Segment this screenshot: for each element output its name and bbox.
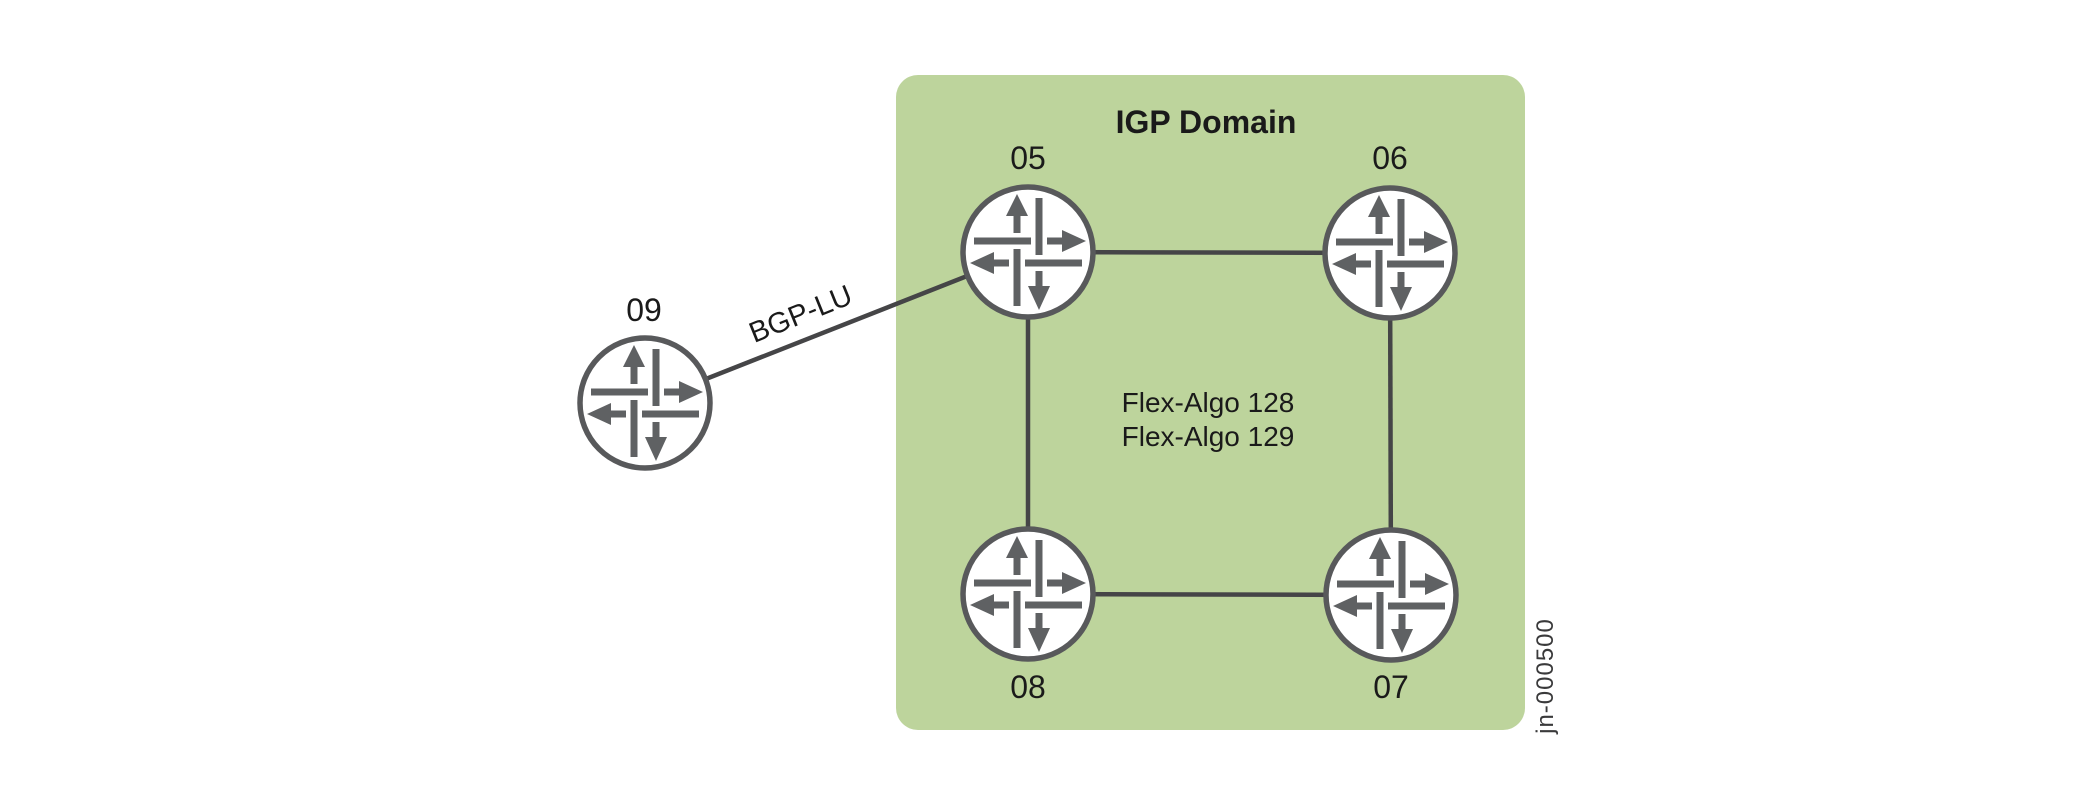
figure-id: jn-000500 — [1532, 618, 1559, 734]
flex-algo-annotation: Flex-Algo 128 Flex-Algo 129 — [1122, 386, 1295, 454]
flex-algo-line-1: Flex-Algo 128 — [1121, 387, 1295, 418]
node-label-08: 08 — [1010, 669, 1046, 705]
node-label-05: 05 — [1010, 140, 1046, 176]
flex-algo-line-2: Flex-Algo 129 — [1121, 421, 1295, 452]
router-node-08 — [963, 529, 1093, 659]
router-node-05 — [963, 187, 1093, 317]
link-09-05 — [644, 249, 1029, 406]
igp-domain-title: IGP Domain — [1115, 104, 1297, 140]
node-label-07: 07 — [1373, 669, 1409, 705]
router-node-07 — [1326, 530, 1456, 660]
router-node-09 — [580, 338, 710, 468]
router-node-06 — [1325, 188, 1455, 318]
node-label-09: 09 — [626, 292, 662, 328]
node-label-06: 06 — [1372, 140, 1408, 176]
